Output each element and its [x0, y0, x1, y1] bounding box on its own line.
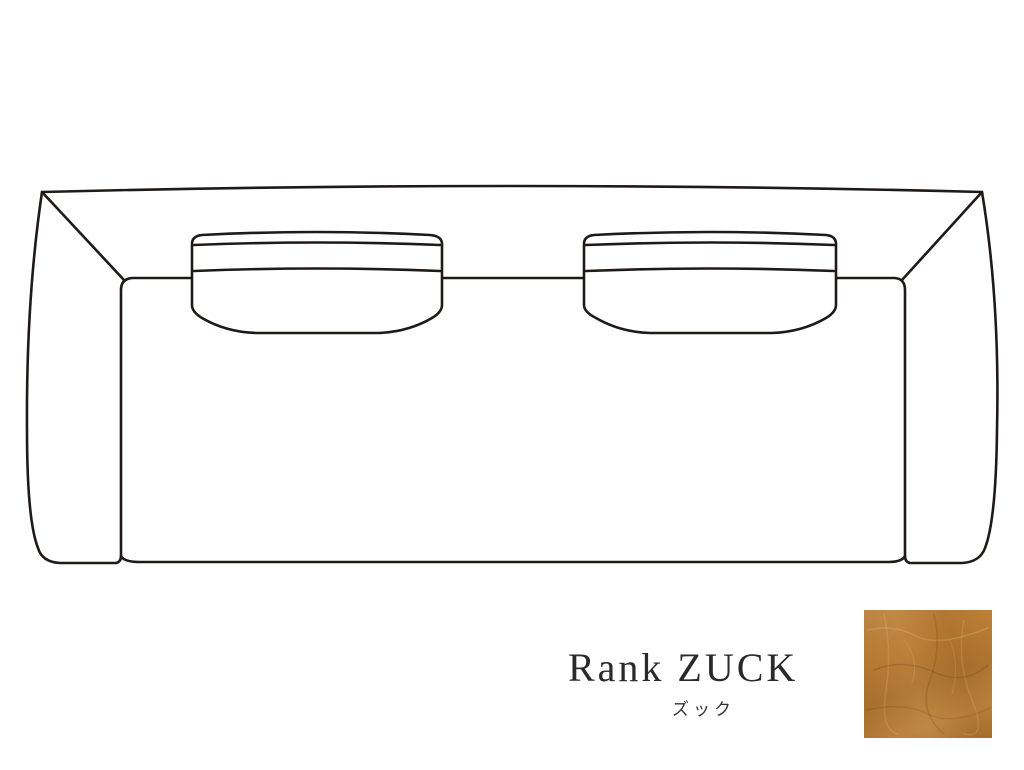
sofa-outer-outline — [25, 184, 999, 565]
right-arm-diagonal — [900, 190, 984, 282]
right-back-cushion — [582, 230, 838, 335]
left-back-cushion — [190, 230, 444, 335]
sofa-top-view-drawing — [25, 184, 999, 565]
rank-title: Rank ZUCK — [568, 645, 799, 690]
rank-subtitle: ズック — [672, 700, 735, 720]
seat-front-edge — [119, 554, 907, 564]
left-arm-diagonal — [40, 190, 126, 282]
fabric-swatch — [864, 610, 992, 738]
